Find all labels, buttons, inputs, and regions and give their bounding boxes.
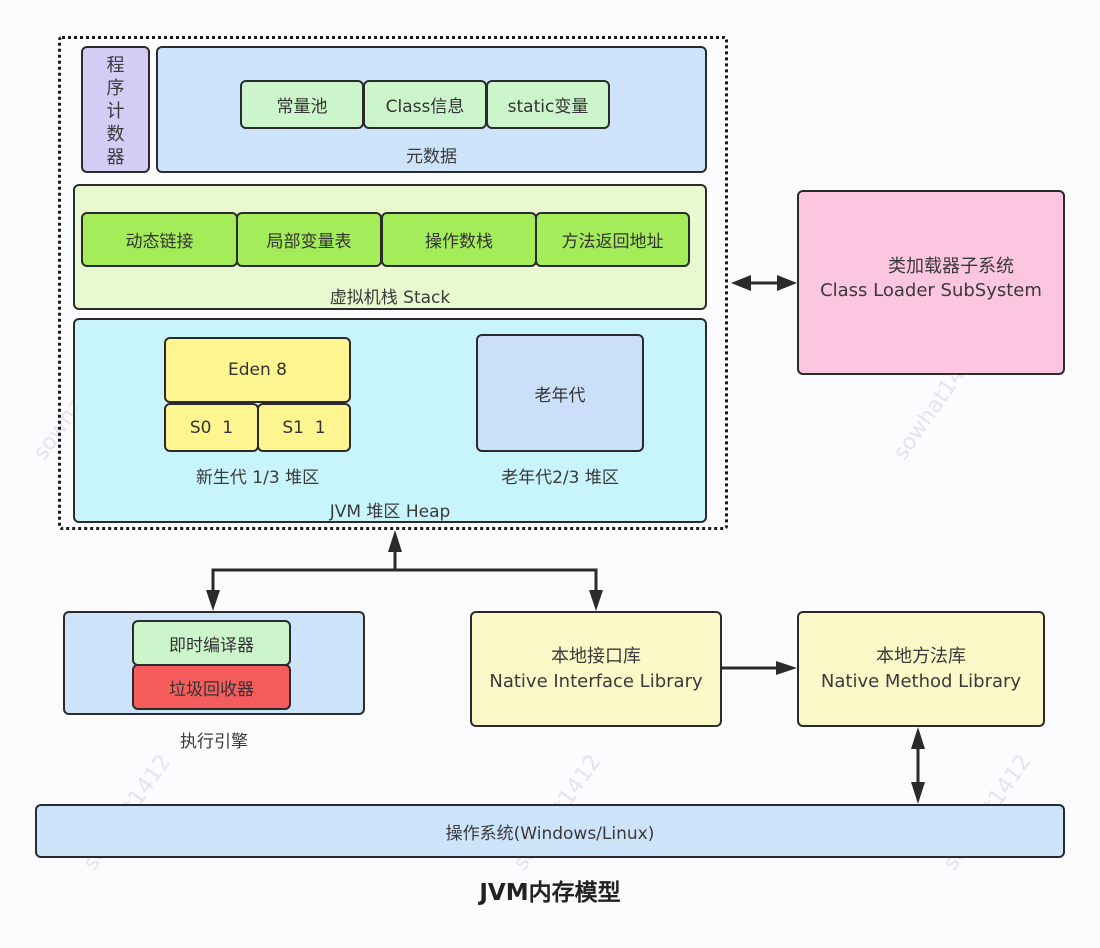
return-address-box[interactable]: 方法返回地址 xyxy=(535,212,690,267)
branch-connector-line xyxy=(211,568,598,595)
program-counter-char: 序 xyxy=(106,78,125,99)
old-generation-label: 老年代2/3 堆区 xyxy=(501,468,619,488)
local-variable-table-box[interactable]: 局部变量表 xyxy=(236,212,382,267)
native-method-title-en: Native Method Library xyxy=(820,671,1022,692)
vm-stack-box[interactable]: 动态链接 局部变量表 操作数栈 方法返回地址 虚拟机栈 Stack xyxy=(73,184,707,310)
survivor-s1-box[interactable]: S1 1 xyxy=(257,403,351,452)
program-counter-char: 计 xyxy=(106,101,125,122)
execution-engine-label: 执行引擎 xyxy=(180,732,248,752)
execution-engine-box[interactable]: 即时编译器 垃圾回收器 xyxy=(63,611,365,715)
program-counter-char: 数 xyxy=(106,124,125,145)
metadata-label: 元数据 xyxy=(406,147,457,167)
native-method-library-box[interactable]: 本地方法库 Native Method Library xyxy=(797,611,1045,727)
operating-system-box[interactable]: 操作系统(Windows/Linux) xyxy=(35,804,1065,858)
survivor-s1-label: S1 1 xyxy=(282,417,326,438)
static-variables-label: static变量 xyxy=(507,97,589,117)
dynamic-linking-label: 动态链接 xyxy=(125,232,194,252)
arrowhead-up-icon xyxy=(388,530,402,552)
arrowhead-left-icon xyxy=(731,275,751,291)
runtime-data-area-boundary xyxy=(58,36,728,530)
metadata-box[interactable]: 常量池 Class信息 static变量 元数据 xyxy=(156,46,707,173)
class-loader-title-en: Class Loader SubSystem xyxy=(820,279,1042,301)
return-address-label: 方法返回地址 xyxy=(561,232,664,252)
class-info-label: Class信息 xyxy=(385,97,465,117)
young-generation-label: 新生代 1/3 堆区 xyxy=(195,468,320,488)
program-counter-char: 器 xyxy=(106,147,125,168)
vm-stack-label: 虚拟机栈 Stack xyxy=(329,288,451,308)
arrowhead-up-icon xyxy=(911,727,925,749)
arrowhead-down-icon xyxy=(589,590,603,611)
old-generation-box[interactable]: 老年代 xyxy=(476,334,644,452)
native-interface-title-cn: 本地接口库 xyxy=(551,646,641,667)
constant-pool-box[interactable]: 常量池 xyxy=(240,80,364,129)
class-info-box[interactable]: Class信息 xyxy=(363,80,487,129)
arrowhead-down-icon xyxy=(206,590,220,611)
arrowhead-down-icon xyxy=(911,782,925,804)
program-counter-char: 程 xyxy=(106,55,125,76)
arrowhead-right-icon xyxy=(777,275,797,291)
native-method-title-cn: 本地方法库 xyxy=(876,646,966,667)
constant-pool-label: 常量池 xyxy=(276,97,328,117)
garbage-collector-box[interactable]: 垃圾回收器 xyxy=(132,664,291,710)
heap-box[interactable]: Eden 8 S0 1 S1 1 新生代 1/3 堆区 老年代 老年代2/3 堆… xyxy=(73,318,707,523)
old-generation-box-label: 老年代 xyxy=(534,385,586,406)
eden-box[interactable]: Eden 8 xyxy=(164,337,351,403)
dynamic-linking-box[interactable]: 动态链接 xyxy=(81,212,238,267)
eden-label: Eden 8 xyxy=(228,360,287,380)
class-loader-title-cn: 类加载器子系统 xyxy=(888,255,1014,277)
operand-stack-box[interactable]: 操作数栈 xyxy=(381,212,537,267)
survivor-s0-label: S0 1 xyxy=(189,417,234,438)
garbage-collector-label: 垃圾回收器 xyxy=(169,679,254,700)
survivor-s0-box[interactable]: S0 1 xyxy=(164,403,259,452)
operand-stack-label: 操作数栈 xyxy=(425,232,493,252)
jit-compiler-box[interactable]: 即时编译器 xyxy=(132,620,291,666)
jit-compiler-label: 即时编译器 xyxy=(169,635,254,656)
native-interface-title-en: Native Interface Library xyxy=(489,671,703,692)
arrowhead-right-icon xyxy=(776,661,797,675)
diagram-title: JVM内存模型 xyxy=(479,880,621,906)
class-loader-box[interactable]: 类加载器子系统 Class Loader SubSystem xyxy=(797,190,1065,375)
local-variable-table-label: 局部变量表 xyxy=(266,232,352,252)
operating-system-label: 操作系统(Windows/Linux) xyxy=(445,823,655,844)
static-variables-box[interactable]: static变量 xyxy=(486,80,610,129)
program-counter-box[interactable]: 程 序 计 数 器 xyxy=(81,46,150,173)
heap-label: JVM 堆区 Heap xyxy=(329,502,451,522)
native-interface-library-box[interactable]: 本地接口库 Native Interface Library xyxy=(470,611,722,727)
